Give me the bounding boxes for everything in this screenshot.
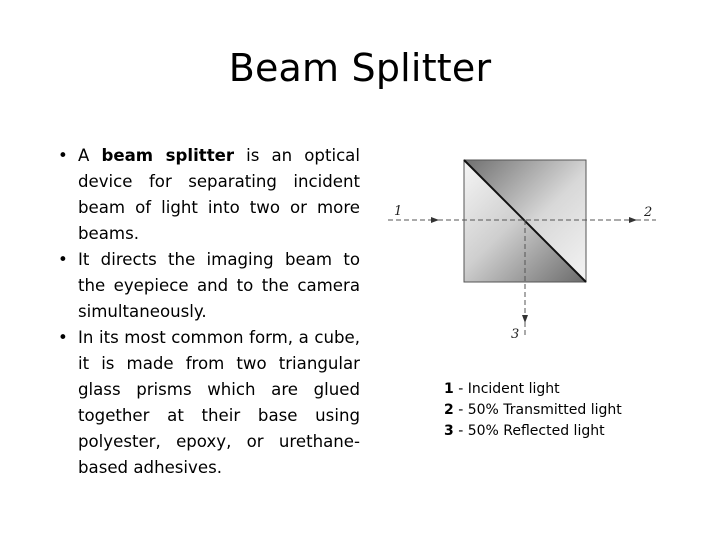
bullet-text-prefix: A [78,146,102,165]
bullet-marker: • [58,250,68,269]
legend-number: 2 [444,402,454,418]
legend-row: 3 - 50% Reflected light [444,421,622,442]
legend-text: - Incident light [453,381,560,397]
bullet-text: In its most common form, a cube, it is m… [78,328,360,477]
label-incident: 1 [394,204,402,219]
cube-outline [463,159,587,283]
bullet-marker: • [58,146,68,165]
legend-number: 3 [444,423,454,439]
label-reflected: 3 [511,327,519,342]
bullet-item: • It directs the imaging beam to the eye… [58,247,360,325]
diagram-legend: 1 - Incident light 2 - 50% Transmitted l… [444,379,622,442]
legend-number: 1 [444,381,454,397]
bullet-text-bold: beam splitter [101,146,235,165]
legend-text: - 50% Transmitted light [453,402,622,418]
label-transmitted: 2 [643,205,652,220]
bullet-text-rest: is an optical device for separating inci… [78,146,360,243]
bullet-item: • In its most common form, a cube, it is… [58,325,360,481]
legend-text: - 50% Reflected light [453,423,605,439]
bullet-list: • A beam splitter is an optical device f… [58,143,360,481]
bullet-text: It directs the imaging beam to the eyepi… [78,250,360,321]
legend-row: 2 - 50% Transmitted light [444,400,622,421]
beam-splitter-diagram: 1 2 3 [388,159,656,342]
bullet-marker: • [58,328,68,347]
legend-row: 1 - Incident light [444,379,622,400]
bullet-item: • A beam splitter is an optical device f… [58,143,360,247]
slide-title: Beam Splitter [228,46,492,90]
